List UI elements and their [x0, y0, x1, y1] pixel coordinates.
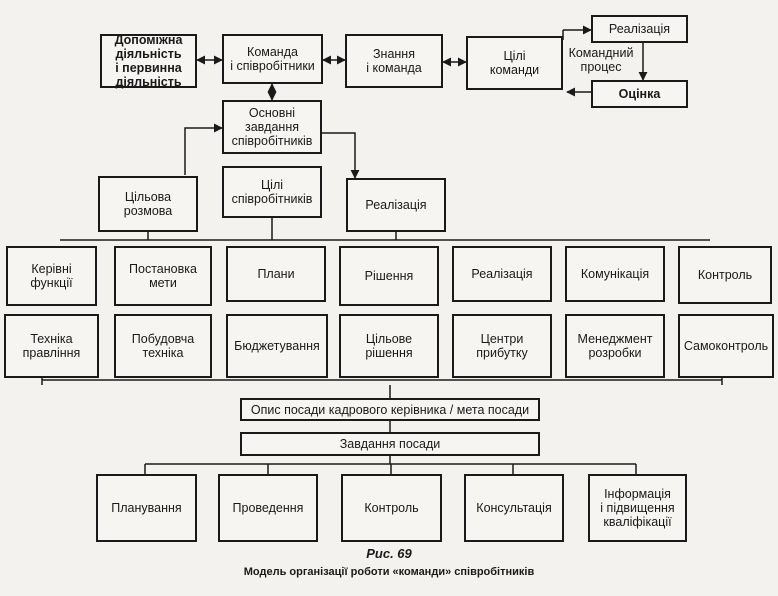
knowledge-team-box: Знання і команда [345, 34, 443, 88]
function-box-6: Комунікація [565, 246, 665, 302]
bottom-box-information: Інформація і підвищення кваліфікації [588, 474, 687, 542]
technique-box-3: Бюджетування [226, 314, 328, 378]
arrow-main-realization [322, 132, 360, 179]
technique-box-5: Центри прибутку [452, 314, 552, 378]
function-box-1: Керівні функції [6, 246, 97, 306]
figure-caption: Модель організації роботи «команди» спів… [243, 566, 535, 578]
aux-activity-box: Допоміжна діяльність і первинна діяльніс… [100, 33, 197, 89]
bottom-box-control: Контроль [341, 474, 442, 542]
technique-box-4: Цільове рішення [339, 314, 439, 378]
function-box-3: Плани [226, 246, 326, 302]
technique-box-2: Побудовча техніка [114, 314, 212, 378]
target-talk-box: Цільова розмова [98, 176, 198, 232]
bottom-box-consulting: Консультація [464, 474, 564, 542]
technique-box-1: Техніка правління [4, 314, 99, 378]
arrow-talk-main [184, 123, 223, 175]
figure-number: Рис. 69 [366, 546, 412, 561]
bottom-box-planning: Планування [96, 474, 197, 542]
technique-box-6: Менеджмент розробки [565, 314, 665, 378]
function-box-2: Постановка мети [114, 246, 212, 306]
technique-box-7: Самоконтроль [678, 314, 774, 378]
evaluation-box: Оцінка [591, 80, 688, 108]
function-box-5: Реалізація [452, 246, 552, 302]
team-process-label: Командний процес [568, 46, 634, 74]
bottom-box-conducting: Проведення [218, 474, 318, 542]
position-description-box: Опис посади кадрового керівника / мета п… [240, 398, 540, 421]
process-realization-box: Реалізація [591, 15, 688, 43]
function-box-7: Контроль [678, 246, 772, 304]
function-box-4: Рішення [339, 246, 439, 306]
team-employees-box: Команда і співробітники [222, 34, 323, 84]
tasks-realization-box: Реалізація [346, 178, 446, 232]
employee-goals-box: Цілі співробітників [222, 166, 322, 218]
main-tasks-box: Основні завдання співробітників [222, 100, 322, 154]
position-tasks-box: Завдання посади [240, 432, 540, 456]
team-goals-box: Цілі команди [466, 36, 563, 90]
